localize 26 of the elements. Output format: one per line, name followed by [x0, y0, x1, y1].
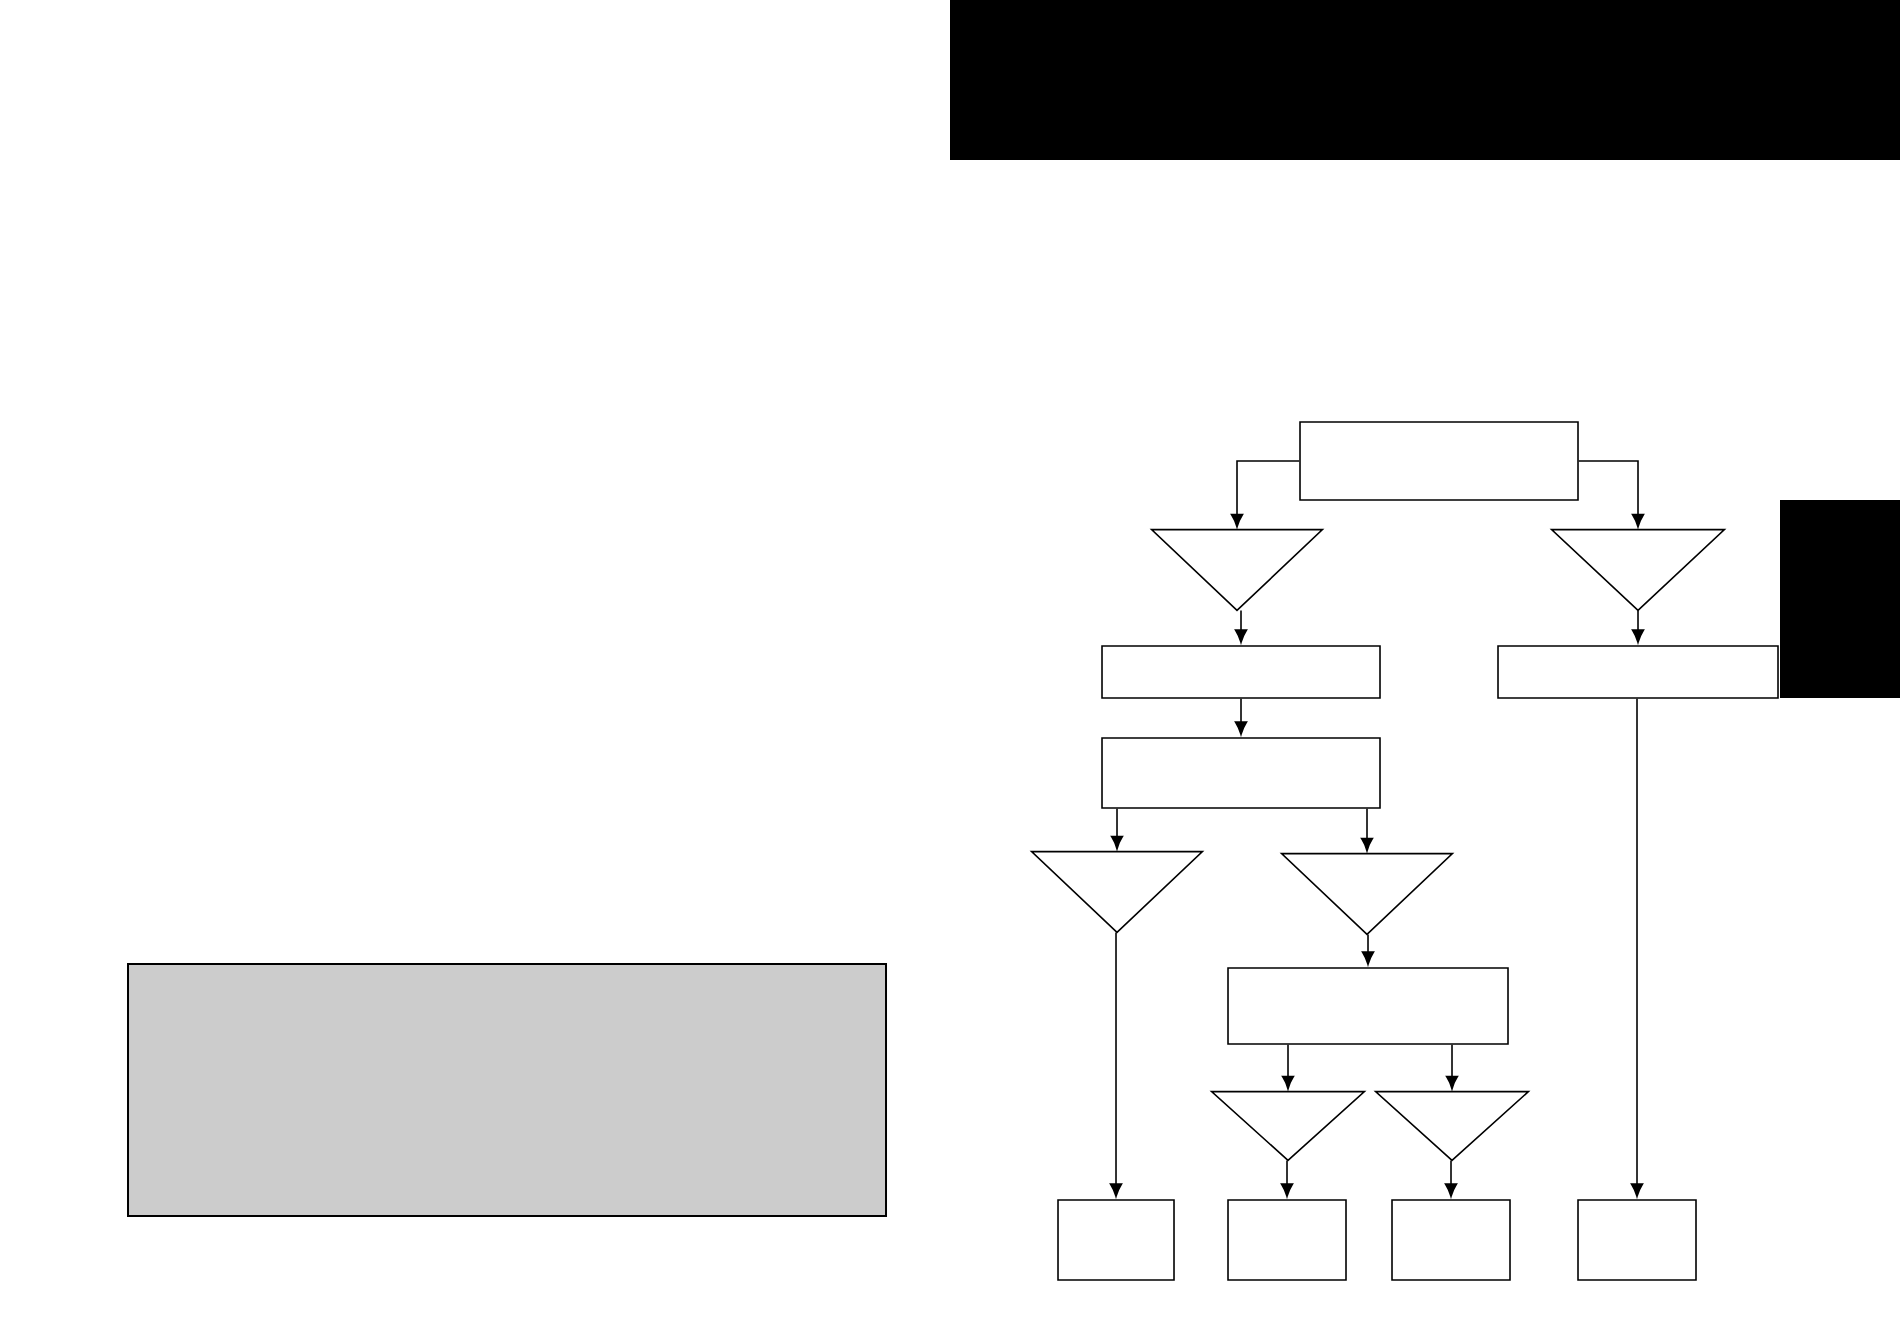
process-box	[1497, 645, 1779, 699]
arrow	[1280, 1159, 1294, 1198]
arrow	[1110, 808, 1124, 850]
arrow	[1281, 1044, 1295, 1090]
arrow	[1361, 933, 1375, 966]
note-panel	[127, 963, 887, 1217]
arrow	[1234, 609, 1248, 644]
process-box	[1227, 1199, 1347, 1281]
header-banner	[950, 0, 1900, 160]
arrow	[1109, 931, 1123, 1198]
process-box	[1057, 1199, 1175, 1281]
arrow	[1360, 808, 1374, 852]
process-box	[1577, 1199, 1697, 1281]
arrow	[1234, 698, 1248, 736]
arrow	[1630, 698, 1644, 1198]
arrow	[1444, 1159, 1458, 1198]
arrow	[1230, 460, 1300, 528]
arrow	[1578, 460, 1645, 528]
arrow	[1445, 1044, 1459, 1090]
side-tab	[1780, 500, 1900, 698]
process-box	[1299, 421, 1579, 501]
process-box	[1101, 645, 1381, 699]
process-box	[1227, 967, 1509, 1045]
process-box	[1391, 1199, 1511, 1281]
arrow	[1631, 609, 1645, 644]
process-box	[1101, 737, 1381, 809]
